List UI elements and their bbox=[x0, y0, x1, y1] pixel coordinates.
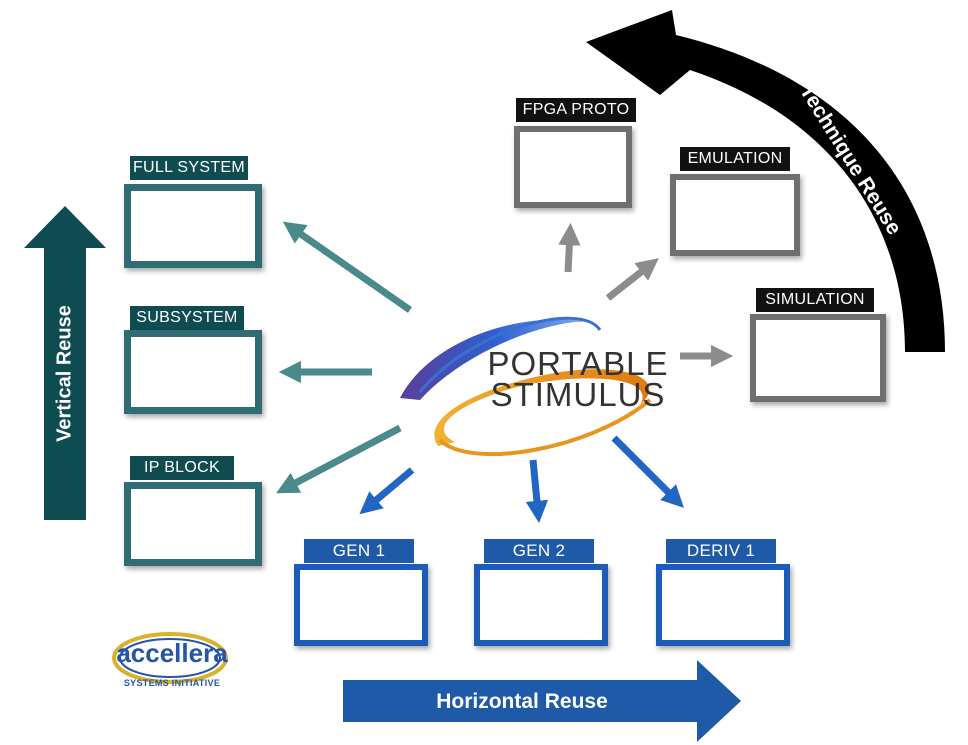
ip-block-label: IP BLOCK bbox=[130, 456, 234, 480]
title-line-2: STIMULUS bbox=[490, 376, 666, 413]
full-system-card bbox=[124, 184, 262, 268]
accellera-logo-mark bbox=[112, 632, 228, 684]
arrow-to-deriv1 bbox=[611, 435, 684, 508]
arrow-to-full-system bbox=[282, 221, 412, 313]
horizontal-reuse-label: Horizontal Reuse bbox=[436, 690, 608, 713]
deriv1-card bbox=[656, 564, 790, 646]
arrow-to-emulation bbox=[605, 258, 659, 301]
subsystem-card bbox=[124, 330, 262, 414]
subsystem-label: SUBSYSTEM bbox=[130, 306, 244, 330]
simulation-label: SIMULATION bbox=[756, 288, 874, 312]
fpga-proto-label: FPGA PROTO bbox=[516, 98, 636, 122]
accellera-wordmark: accellera bbox=[116, 638, 228, 668]
gen1-label: GEN 1 bbox=[304, 539, 414, 563]
simulation-card bbox=[750, 314, 886, 402]
horizontal-reuse-arrow bbox=[343, 660, 741, 742]
vertical-reuse-label: Vertical Reuse bbox=[53, 305, 76, 442]
technique-reuse-arrow bbox=[586, 10, 945, 352]
title-line-1: PORTABLE bbox=[487, 345, 669, 382]
gen2-card bbox=[474, 564, 608, 646]
fpga-proto-card bbox=[514, 126, 632, 208]
portable-stimulus-logo-rings bbox=[400, 316, 652, 457]
ip-block-card bbox=[124, 482, 262, 566]
gen1-card bbox=[294, 564, 428, 646]
vertical-reuse-arrow bbox=[24, 206, 106, 520]
deriv1-label: DERIV 1 bbox=[666, 539, 776, 563]
arrow-to-gen1 bbox=[359, 467, 415, 515]
arrow-to-ip-block bbox=[276, 424, 402, 494]
arrow-to-gen2 bbox=[525, 459, 549, 524]
portable-stimulus-title: PORTABLE STIMULUS bbox=[468, 345, 688, 413]
accellera-tagline: SYSTEMS INITIATIVE bbox=[123, 678, 221, 688]
full-system-label: FULL SYSTEM bbox=[130, 156, 248, 180]
accellera-logo: accellera SYSTEMS INITIATIVE bbox=[112, 638, 232, 688]
arrow-to-fpga bbox=[558, 222, 581, 273]
emulation-card bbox=[670, 174, 800, 256]
gen2-label: GEN 2 bbox=[484, 539, 594, 563]
emulation-label: EMULATION bbox=[680, 147, 790, 171]
